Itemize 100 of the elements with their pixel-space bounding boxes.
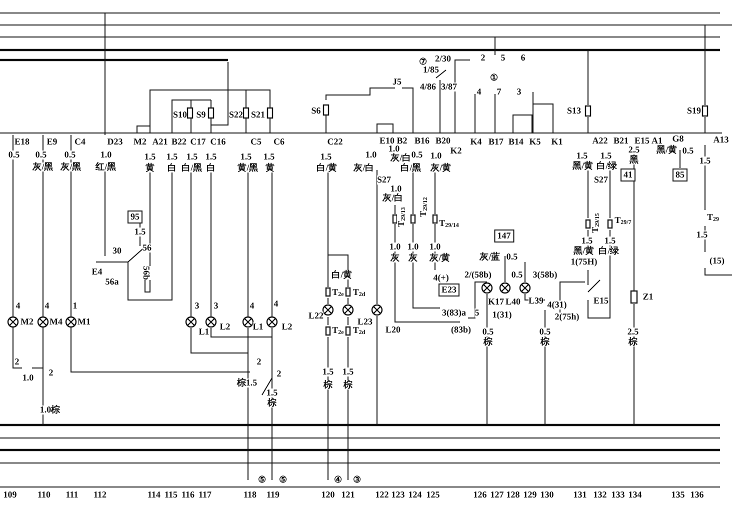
- terminal-label: 5: [474, 308, 480, 318]
- column-number: 126: [473, 490, 487, 500]
- terminal-label: 3: [214, 302, 218, 310]
- terminal-box: 147: [494, 230, 514, 242]
- terminal-label: K1: [551, 138, 563, 146]
- terminal-label: D23: [107, 138, 123, 146]
- wire-label: 1.5: [342, 368, 354, 376]
- terminal-label: M2: [134, 138, 146, 146]
- terminal-label: E9: [46, 138, 58, 146]
- terminal-label: E15: [634, 136, 650, 146]
- terminal-label: 1: [72, 302, 78, 310]
- terminal-label: L23: [358, 318, 372, 326]
- wire-label: 黄: [146, 164, 154, 172]
- terminal-label: 4: [44, 302, 50, 310]
- wire-label: 1.0: [22, 374, 34, 382]
- terminal-label: 3(58b): [532, 270, 558, 280]
- terminal-label: 56: [142, 244, 152, 252]
- wire-label: 1.0: [407, 242, 419, 252]
- column-number: 125: [426, 490, 440, 500]
- terminal-box: 85: [672, 168, 688, 182]
- terminal-label: K4: [470, 138, 482, 146]
- column-number: 115: [164, 490, 178, 500]
- wire-label: 1.5: [696, 230, 708, 240]
- terminal-label: 4: [274, 300, 278, 308]
- wire-label: 1.0: [100, 150, 112, 160]
- wire-label: 1.5: [134, 228, 146, 236]
- terminal-label: A13: [713, 136, 729, 144]
- wire-label: 1.0: [390, 184, 402, 194]
- wire-label: 0.5: [8, 150, 20, 160]
- terminal-label: S22: [229, 110, 243, 120]
- terminal-label: E10: [380, 136, 394, 146]
- terminal-label: (83b): [451, 326, 471, 334]
- wire-label: 棕: [344, 380, 352, 390]
- terminal-label: 1(75H): [570, 258, 598, 266]
- terminal-label: 30: [112, 246, 122, 256]
- terminal-label: L2: [282, 322, 292, 332]
- terminal-label: 2: [480, 54, 486, 62]
- column-number: 109: [3, 490, 17, 500]
- terminal-box: 41: [620, 168, 636, 182]
- terminal-label: 6: [520, 54, 526, 62]
- terminal-label: G8: [672, 134, 684, 144]
- terminal-label: C6: [274, 138, 284, 146]
- terminal-label: 3(83)a: [442, 308, 466, 318]
- terminal-label: K17: [488, 298, 504, 306]
- terminal-box: E23: [438, 284, 460, 296]
- terminal-label: S27: [594, 176, 608, 184]
- terminal-label: B17: [488, 138, 504, 146]
- wire-label: 棕: [484, 338, 492, 346]
- terminal-label: E15: [594, 296, 608, 306]
- terminal-label: T$_{2e}$: [332, 288, 344, 298]
- column-number: 135: [671, 490, 685, 500]
- wire-label: 1.5: [263, 152, 275, 162]
- wire-label: 2.5: [627, 328, 639, 336]
- terminal-label: A21: [152, 138, 168, 146]
- terminal-label: T$_{29/7}$: [614, 216, 632, 226]
- wire-label: 1.0: [430, 152, 442, 160]
- terminal-label: S21: [251, 110, 265, 120]
- wire-label: 白/绿: [596, 162, 618, 170]
- wire-label: 白/黄: [332, 270, 352, 280]
- wire-label: 白/绿: [598, 246, 620, 256]
- wire-label: 0.5: [539, 328, 551, 336]
- terminal-label: 2: [276, 370, 282, 378]
- terminal-label: J5: [392, 78, 402, 86]
- terminal-label: C5: [250, 138, 262, 146]
- wire-label: 1.5: [166, 152, 178, 162]
- terminal-label: T$_{29}$: [707, 213, 719, 223]
- column-number: 132: [593, 490, 607, 500]
- column-number: 110: [38, 490, 50, 500]
- wire-label: 0.5: [64, 150, 76, 160]
- terminal-label: B2: [396, 136, 408, 146]
- terminal-label: B20: [436, 136, 450, 146]
- terminal-label: S13: [567, 106, 581, 116]
- terminal-label: S10: [173, 110, 187, 120]
- wire-label: 棕1.5: [236, 378, 258, 388]
- wire-label: 1.5: [600, 152, 612, 160]
- wire-label: 1.0: [388, 144, 400, 154]
- circled-number: ③: [353, 476, 361, 484]
- wire-label: 红/黑: [96, 162, 116, 172]
- terminal-label: T$_{2e}$: [332, 326, 344, 336]
- terminal-label: A22: [592, 136, 608, 146]
- wire-label: 1.5: [186, 152, 198, 162]
- terminal-label: 56b: [142, 266, 150, 280]
- wire-label: 黄: [266, 164, 274, 172]
- wire-label: 黑/黄: [656, 146, 678, 154]
- wire-label: 灰/黄: [430, 164, 452, 172]
- column-number: 117: [198, 490, 212, 500]
- column-number: 111: [66, 490, 78, 500]
- column-number: 127: [490, 490, 504, 500]
- terminal-label: 4(31): [547, 300, 567, 310]
- terminal-label: Z1: [642, 292, 654, 302]
- terminal-label: S27: [377, 176, 391, 184]
- terminal-label: C16: [210, 138, 226, 146]
- terminal-label: T$_{2d}$: [352, 326, 366, 336]
- column-number: 133: [611, 490, 625, 500]
- terminal-label: B21: [614, 136, 628, 146]
- terminal-label: B22: [172, 138, 186, 146]
- wire-label: 灰: [408, 254, 418, 262]
- wire-label: 灰/白: [354, 164, 374, 172]
- terminal-label: S9: [196, 110, 206, 120]
- wire-label: 1.5: [576, 152, 588, 160]
